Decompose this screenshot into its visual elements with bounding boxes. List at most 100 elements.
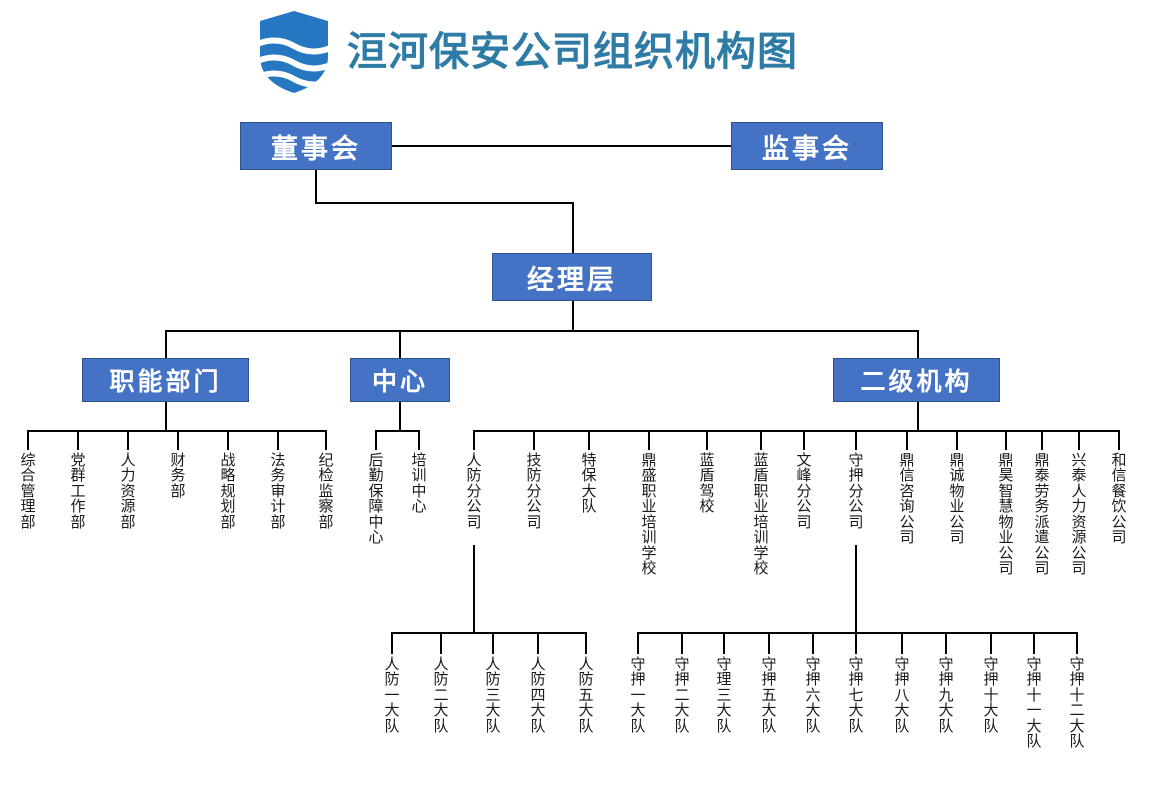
connector-tick [760,430,762,450]
node-secondary-institutions[interactable]: 二级机构 [833,358,1000,402]
connector-tick [27,430,29,450]
leaf-secondary-unit[interactable]: 人防分公司 [466,452,482,531]
leaf-functional-department[interactable]: 战略规划部 [220,452,236,531]
connector-tick [177,430,179,450]
connector-tick [1078,430,1080,450]
leaf-functional-department[interactable]: 法务审计部 [270,452,286,531]
leaf-renfang-brigade[interactable]: 人防五大队 [578,656,594,735]
link-bus-functional [165,330,167,358]
leaf-functional-department[interactable]: 综合管理部 [20,452,36,531]
leaf-secondary-unit[interactable]: 守押分公司 [848,452,864,531]
connector-tick [277,430,279,450]
leaf-center[interactable]: 后勤保障中心 [368,452,384,547]
connector-tick [77,430,79,450]
leaf-shouya-brigade[interactable]: 守押十二大队 [1069,656,1085,751]
connector-tick [537,632,539,654]
leaf-secondary-unit[interactable]: 兴泰人力资源公司 [1071,452,1087,578]
link-secondary-down [917,402,919,431]
leaf-functional-department[interactable]: 党群工作部 [70,452,86,531]
leaf-renfang-brigade[interactable]: 人防四大队 [530,656,546,735]
link-bus-center [399,330,401,358]
connector-tick [533,430,535,450]
connector-tick [585,632,587,654]
leaf-shouya-brigade[interactable]: 守押七大队 [848,656,864,735]
leaf-secondary-unit[interactable]: 文峰分公司 [796,452,812,531]
chart-header: 洹河保安公司组织机构图 [255,8,798,96]
connector-tick [945,632,947,654]
leaf-secondary-unit[interactable]: 蓝盾驾校 [699,452,715,516]
leaf-shouya-brigade[interactable]: 守押一大队 [630,656,646,735]
bus-centers [375,430,419,432]
connector-tick [812,632,814,654]
leaf-shouya-brigade[interactable]: 守押十大队 [983,656,999,735]
shield-waves-icon [255,8,333,96]
link-bus-management [572,202,574,253]
link-bus-secondary [917,330,919,358]
connector-tick [227,430,229,450]
connector-tick [1041,430,1043,450]
link-center-down [399,402,401,431]
leaf-secondary-unit[interactable]: 鼎诚物业公司 [949,452,965,547]
leaf-shouya-brigade[interactable]: 守押五大队 [761,656,777,735]
bus-secondary [473,430,1118,432]
link-management-down [572,301,574,331]
link-board-down [315,170,317,203]
bus-renfang [391,632,585,634]
connector-tick [990,632,992,654]
leaf-secondary-unit[interactable]: 鼎昊智慧物业公司 [998,452,1014,578]
connector-tick [768,632,770,654]
connector-tick [956,430,958,450]
link-functional-down [165,402,167,431]
node-supervisory[interactable]: 监事会 [731,122,883,170]
connector-tick [723,632,725,654]
leaf-shouya-brigade[interactable]: 守理三大队 [716,656,732,735]
connector-tick [1118,430,1120,450]
leaf-center[interactable]: 培训中心 [411,452,427,516]
connector-tick [391,632,393,654]
leaf-shouya-brigade[interactable]: 守押十一大队 [1026,656,1042,751]
connector-tick [906,430,908,450]
connector-tick [473,430,475,450]
connector-tick [648,430,650,450]
leaf-secondary-unit[interactable]: 鼎泰劳务派遣公司 [1034,452,1050,578]
leaf-secondary-unit[interactable]: 鼎盛职业培训学校 [641,452,657,578]
leaf-renfang-brigade[interactable]: 人防二大队 [433,656,449,735]
leaf-secondary-unit[interactable]: 技防分公司 [526,452,542,531]
node-centers[interactable]: 中心 [350,358,450,402]
leaf-shouya-brigade[interactable]: 守押八大队 [894,656,910,735]
leaf-shouya-brigade[interactable]: 守押九大队 [938,656,954,735]
leaf-shouya-brigade[interactable]: 守押二大队 [674,656,690,735]
leaf-shouya-brigade[interactable]: 守押六大队 [805,656,821,735]
connector-tick [855,632,857,654]
leaf-renfang-brigade[interactable]: 人防一大队 [384,656,400,735]
link-board-supervisory [392,145,731,147]
connector-tick [681,632,683,654]
leaf-renfang-brigade[interactable]: 人防三大队 [485,656,501,735]
connector-tick [1005,430,1007,450]
link-board-bus [315,202,574,204]
leaf-functional-department[interactable]: 财务部 [170,452,186,500]
leaf-secondary-unit[interactable]: 鼎信咨询公司 [899,452,915,547]
node-management[interactable]: 经理层 [492,253,652,301]
connector-tick [588,430,590,450]
node-board[interactable]: 董事会 [240,122,392,170]
page-title: 洹河保安公司组织机构图 [347,30,798,74]
connector-tick [492,632,494,654]
connector-tick [1033,632,1035,654]
leaf-functional-department[interactable]: 纪检监察部 [318,452,334,531]
connector-tick [1076,632,1078,654]
link-level2-bus [165,330,919,332]
connector-tick [325,430,327,450]
bus-functional [27,430,325,432]
connector-tick [440,632,442,654]
connector-tick [855,430,857,450]
connector-tick [803,430,805,450]
leaf-functional-department[interactable]: 人力资源部 [120,452,136,531]
leaf-secondary-unit[interactable]: 蓝盾职业培训学校 [753,452,769,578]
node-functional-departments[interactable]: 职能部门 [82,358,249,402]
leaf-secondary-unit[interactable]: 和信餐饮公司 [1111,452,1127,547]
leaf-secondary-unit[interactable]: 特保大队 [581,452,597,516]
connector-tick [637,632,639,654]
link-renfang-down [473,545,475,633]
